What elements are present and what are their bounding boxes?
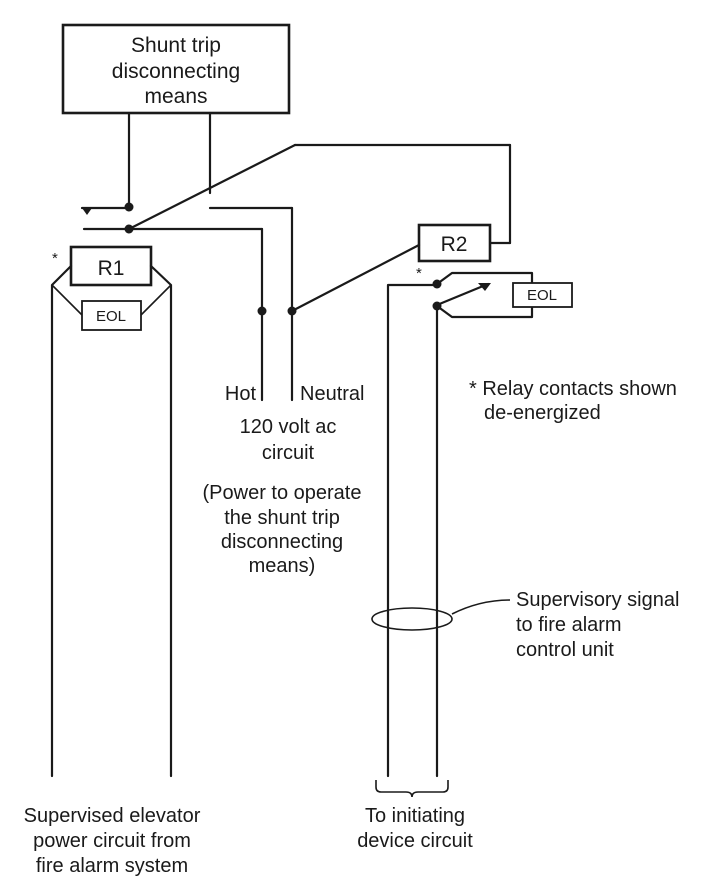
relay-r1: * R1 EOL — [50, 245, 173, 778]
junction-dot — [257, 306, 267, 316]
circuit-label-line1: 120 volt ac — [240, 416, 337, 438]
shunt-trip-leads — [127, 111, 212, 209]
power-note-line3: disconnecting — [221, 531, 343, 553]
r2-eol-label: EOL — [527, 287, 557, 304]
r2-label: R2 — [441, 233, 468, 256]
r1-label: R1 — [98, 257, 125, 280]
supply-labels: Hot Neutral 120 volt ac circuit (Power t… — [203, 383, 365, 577]
supervisory-line1: Supervisory signal — [516, 589, 679, 611]
relay-r2: R2 * EOL — [290, 223, 573, 778]
shunt-trip-label-line1: Shunt trip — [131, 34, 221, 57]
power-note-line4: means) — [249, 555, 316, 577]
neutral-label: Neutral — [300, 383, 364, 405]
power-note-line2: the shunt trip — [224, 507, 340, 529]
circuit-label-line2: circuit — [262, 442, 315, 464]
r2-asterisk: * — [416, 265, 422, 282]
hot-label: Hot — [225, 383, 257, 405]
relay-note-line1: * Relay contacts shown — [469, 378, 677, 400]
shunt-trip-label-line3: means — [144, 85, 207, 108]
contact-terminal — [124, 202, 134, 212]
elevator-circuit-label: Supervised elevator power circuit from f… — [24, 805, 201, 877]
relay-note: * Relay contacts shown de-energized — [469, 378, 677, 424]
supervisory-line2: to fire alarm — [516, 614, 622, 636]
shunt-trip-label-line2: disconnecting — [112, 60, 240, 83]
switch-arrow-icon — [82, 208, 92, 215]
initiating-line2: device circuit — [357, 830, 473, 852]
elevator-line2: power circuit from — [33, 830, 191, 852]
elevator-line3: fire alarm system — [36, 855, 188, 877]
r1-asterisk: * — [52, 250, 58, 267]
power-note-line1: (Power to operate — [203, 482, 362, 504]
shunt-trip-box: Shunt trip disconnecting means — [61, 23, 291, 115]
supervisory-callout: Supervisory signal to fire alarm control… — [371, 589, 679, 661]
initiating-line1: To initiating — [365, 805, 465, 827]
r1-eol-label: EOL — [96, 308, 126, 325]
relay-note-line2: de-energized — [484, 402, 601, 424]
initiating-circuit-label: To initiating device circuit — [357, 805, 473, 852]
initiating-bracket — [375, 780, 449, 798]
r1-contact-switch — [80, 143, 512, 402]
elevator-line1: Supervised elevator — [24, 805, 201, 827]
switch-arrow-icon — [478, 283, 491, 291]
supervisory-line3: control unit — [516, 639, 614, 661]
